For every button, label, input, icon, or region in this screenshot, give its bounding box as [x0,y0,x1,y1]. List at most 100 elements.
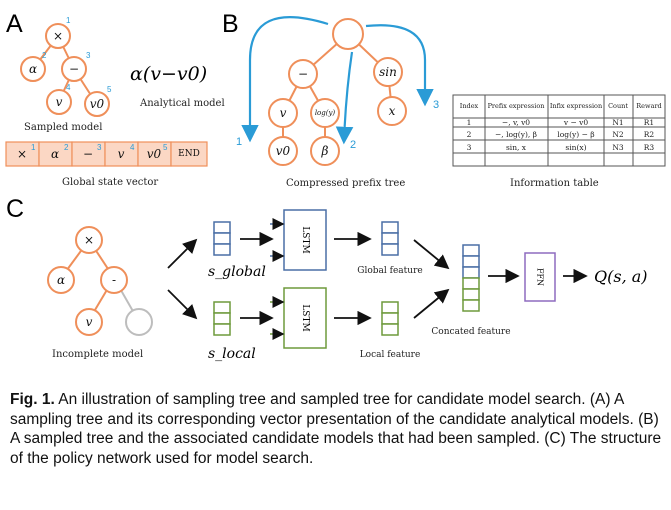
local-feature-label: Local feature [360,350,421,360]
svg-text:v: v [118,147,125,161]
ffn-block: FFN [524,252,556,302]
analytical-model-label: Analytical model [139,98,225,109]
global-feature-label: Global feature [357,266,422,276]
panel-b: B − sin v log(y) x v0 [222,10,666,189]
tree-a-label: Sampled model [24,122,102,133]
tree-c-node-v: v [75,308,103,336]
svg-text:v: v [86,315,93,329]
svg-text:LSTM: LSTM [300,226,310,253]
table-cell: N1 [612,118,623,127]
svg-text:v: v [56,95,63,109]
vector-label: Global state vector [62,177,158,188]
svg-text:5: 5 [163,143,168,152]
table-cell: 2 [467,130,472,139]
tree-c-label: Incomplete model [52,349,143,360]
panel-a-letter: A [6,10,23,38]
table-cell: 3 [467,143,472,152]
svg-text:FFN: FFN [536,268,545,286]
caption-text: An illustration of sampling tree and sam… [10,391,662,467]
svg-text:x: x [389,104,396,118]
tree-a-node-v0: v0 5 [84,85,112,117]
table-label: Information table [510,178,599,189]
tree-c-node-times: × [75,226,103,254]
svg-text:-: - [112,273,116,287]
table-header-prefix: Prefix expression [488,102,545,110]
information-table: Index Prefix expression Infix expression… [452,94,666,167]
concat-feature-vector [462,244,480,312]
svg-text:2: 2 [64,143,69,152]
q-value-output: Q(s, a) [594,267,648,286]
svg-text:α: α [57,273,65,287]
svg-text:v0: v0 [147,147,162,161]
svg-text:1: 1 [66,16,71,25]
lstm-local: LSTM [270,287,327,349]
table-header-index: Index [460,102,479,110]
table-cell: N2 [612,130,624,139]
svg-text:4: 4 [66,83,71,92]
tree-a-node-times: × 1 [45,16,71,49]
arrow-label-3: 3 [433,99,439,111]
traversal-arrow-2 [335,51,354,145]
table-cell: N3 [612,143,624,152]
svg-text:LSTM: LSTM [300,304,310,331]
svg-text:5: 5 [107,85,112,94]
caption-label: Fig. 1. [10,391,55,408]
arrow-label-2: 2 [350,139,356,151]
table-header-infix: Infix expression [550,102,602,110]
s-local-label: s_local [208,346,256,362]
traversal-arrow-1 [241,16,329,143]
svg-text:v0: v0 [276,144,291,158]
local-feature-vector [381,301,399,336]
tree-a-node-alpha: α 2 [20,51,47,82]
tree-b-node-v: v [268,98,298,128]
table-cell: 1 [467,118,472,127]
tree-b-node-sin: sin [373,57,403,87]
global-state-vector: × α − v v0 END 1 2 3 4 5 [5,141,208,167]
svg-text:β: β [321,144,329,158]
tree-b-node-beta: β [310,136,340,166]
svg-text:−: − [69,62,79,76]
svg-text:4: 4 [130,143,135,152]
traversal-arrow-3 [365,24,434,107]
svg-text:END: END [178,149,200,159]
panel-b-letter: B [222,10,239,38]
svg-text:1: 1 [31,143,36,152]
table-cell: R2 [644,130,655,139]
svg-text:−: − [83,147,93,161]
tree-c-empty-node [125,308,153,336]
svg-text:3: 3 [86,51,91,60]
table-cell: R3 [644,143,655,152]
svg-text:α: α [29,62,37,76]
tree-a-node-v: v 4 [46,83,72,115]
table-header-reward: Reward [636,102,661,110]
lstm-global: LSTM [270,209,327,271]
svg-text:v: v [280,106,287,120]
analytical-expression: α(v−v0) [130,63,207,85]
table-cell: sin(x) [565,143,586,152]
svg-text:×: × [84,233,94,247]
tree-c-node-alpha: α [47,266,75,294]
tree-b-node-x: x [377,96,407,126]
s-local-vector [213,301,231,336]
tree-b-node-v0: v0 [268,136,298,166]
svg-text:v0: v0 [90,97,105,111]
arrow-label-1: 1 [236,136,242,148]
s-global-label: s_global [208,264,266,280]
svg-text:3: 3 [97,143,102,152]
panel-c-letter: C [6,195,24,223]
panel-c: C × α - v Incomplete model [6,195,648,362]
table-header-count: Count [608,102,628,110]
tree-b-root [332,18,364,50]
table-cell: −, log(y), β [495,130,537,139]
table-cell: R1 [644,118,654,127]
tree-b-label: Compressed prefix tree [286,178,405,189]
tree-b-node-minus: − [288,59,318,89]
svg-text:−: − [298,67,308,81]
table-cell: v − v0 [563,118,589,127]
global-feature-vector [381,221,399,256]
tree-c-node-minus: - [100,266,128,294]
svg-text:α: α [51,147,59,161]
s-global-vector [213,221,231,256]
table-cell: sin, x [506,143,527,152]
svg-text:×: × [17,147,27,161]
